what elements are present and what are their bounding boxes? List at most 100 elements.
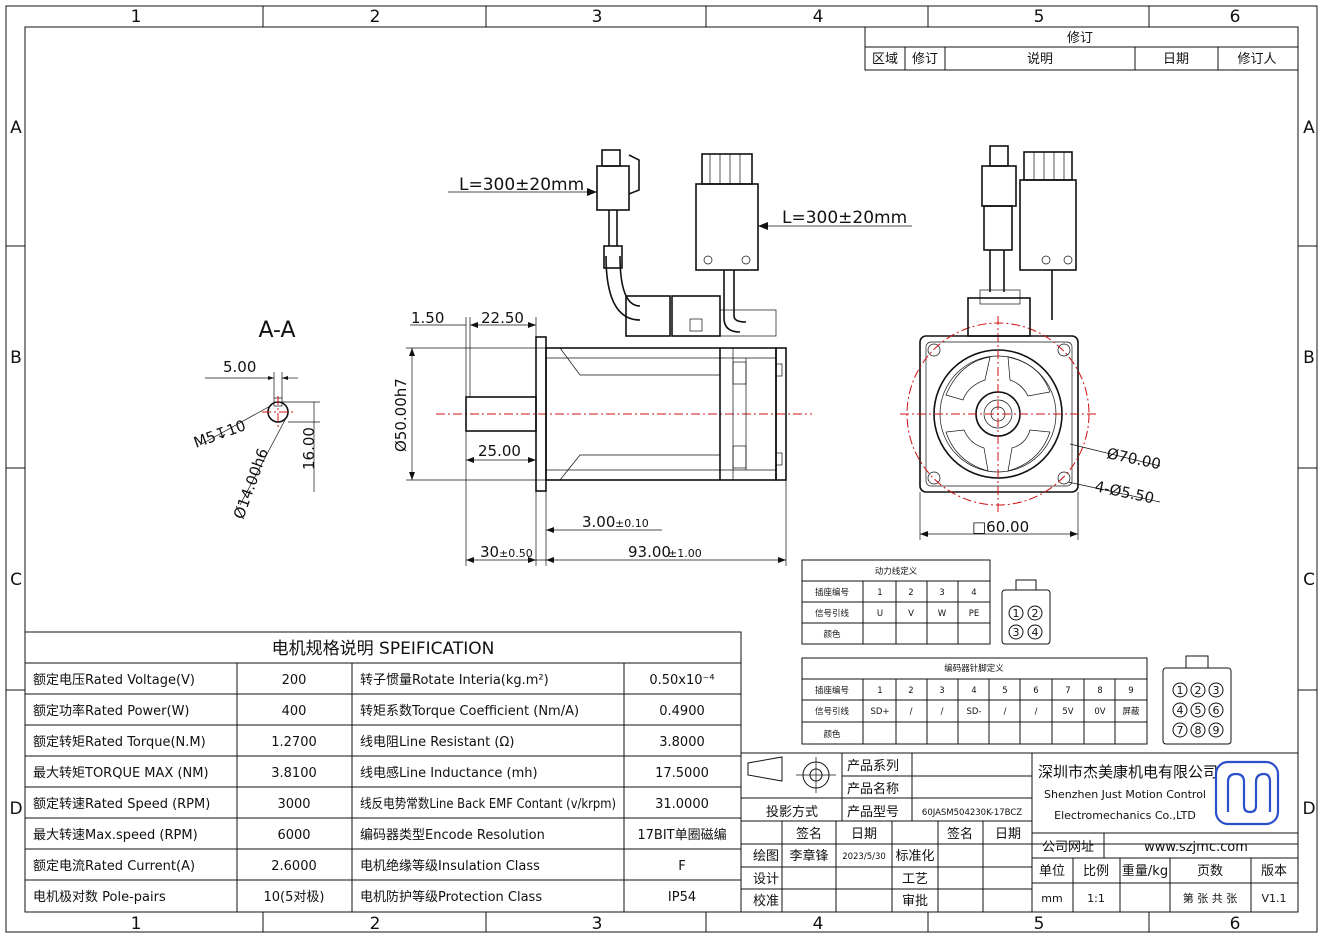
tb-website-label: 公司网址	[1042, 840, 1094, 855]
tb-standard: 标准化	[895, 849, 934, 864]
spec-left-value: 1.2700	[271, 735, 317, 750]
power-cell: PE	[969, 609, 980, 619]
tb-series-label: 产品系列	[847, 759, 899, 774]
spec-right-value: 0.50x10⁻⁴	[649, 673, 714, 688]
dim-holes: 4-Ø5.50	[1093, 477, 1156, 507]
cable2-length: L=300±20mm	[782, 208, 907, 228]
encoder-cell: /	[1004, 707, 1007, 717]
power-row-label: 颜色	[823, 629, 841, 640]
tb-version: V1.1	[1261, 892, 1286, 905]
spec-right-value: 0.4900	[659, 704, 705, 719]
encoder-cell: 0V	[1094, 707, 1105, 717]
spec-title: 电机规格说明 SPEIFICATION	[272, 639, 495, 659]
spec-left-value: 10(5对极)	[264, 890, 325, 905]
dim-25-00: 25.00	[478, 442, 521, 460]
tb-pages: 第 张 共 张	[1183, 891, 1238, 905]
spec-right-value: 17.5000	[655, 766, 709, 781]
power-pin: 2	[1032, 607, 1039, 620]
power-cell: U	[877, 609, 883, 619]
spec-left-value: 2.6000	[271, 859, 317, 874]
col-label-4: 4	[813, 7, 824, 27]
encoder-row-label: 信号引线	[815, 706, 850, 717]
title-block: 投影方式 产品系列 产品名称 产品型号 60JASM504230K-17BCZ …	[740, 752, 1299, 913]
encoder-cell: 1	[877, 686, 882, 696]
spec-right-label: 转矩系数Torque Coefficient (Nm/A)	[360, 704, 579, 719]
spec-left-label: 额定电压Rated Voltage(V)	[33, 673, 195, 688]
spec-left-label: 额定转矩Rated Torque(N.M)	[33, 735, 206, 750]
col-label-2-bottom: 2	[370, 914, 381, 934]
spec-right-label: 线电感Line Inductance (mh)	[360, 765, 538, 781]
power-pin: 3	[1013, 626, 1020, 639]
rev-header-reviser: 修订人	[1237, 52, 1276, 67]
encoder-cell: /	[941, 707, 944, 717]
dim-30: 30	[480, 543, 499, 561]
rev-header-rev: 修订	[912, 52, 938, 67]
power-cell: 1	[877, 588, 882, 598]
spec-left-value: 3.8100	[271, 766, 317, 781]
spec-right-value: 3.8000	[659, 735, 705, 750]
power-row-label: 信号引线	[815, 608, 850, 619]
col-label-1-bottom: 1	[131, 914, 142, 934]
dim-pcd-70: Ø70.00	[1105, 444, 1162, 473]
spec-left-value: 6000	[277, 828, 310, 843]
projection-symbol	[747, 756, 783, 782]
tb-company-en1: Shenzhen Just Motion Control	[1044, 788, 1206, 801]
tb-scale: 1:1	[1087, 892, 1105, 905]
col-label-5-bottom: 5	[1034, 914, 1045, 934]
encoder-cell: /	[1035, 707, 1038, 717]
spec-right-label: 线电阻Line Resistant (Ω)	[360, 735, 514, 750]
tb-sign: 签名	[796, 826, 822, 842]
tb-check: 校准	[753, 893, 779, 909]
power-cell: 2	[908, 588, 913, 598]
spec-left-label: 电机极对数 Pole-pairs	[33, 890, 166, 905]
encoder-pin: 2	[1195, 684, 1202, 697]
tb-date2: 日期	[995, 827, 1021, 842]
spec-left-value: 3000	[277, 797, 310, 812]
revision-block: 修订 区域 修订 说明 日期 修订人	[864, 26, 1299, 71]
dim-section-width: 5.00	[223, 358, 256, 376]
spec-left-label: 额定转速Rated Speed (RPM)	[33, 797, 210, 812]
power-connector-sketch	[1001, 589, 1051, 645]
dim-section-thread: M5↧10	[191, 416, 248, 451]
dim-93-tol: ±1.00	[668, 547, 702, 560]
row-label-a-right: A	[1303, 118, 1315, 138]
encoder-pin: 4	[1177, 704, 1184, 717]
rev-header-desc: 说明	[1027, 52, 1053, 67]
col-label-2: 2	[370, 7, 381, 27]
col-label-1: 1	[131, 7, 142, 27]
row-label-d-right: D	[1302, 799, 1315, 819]
encoder-cell: 7	[1065, 686, 1070, 696]
encoder-row-label: 插座编号	[815, 685, 849, 696]
dim-section-diameter: Ø14.00h6	[230, 446, 272, 522]
tb-draw-date: 2023/5/30	[842, 852, 886, 862]
spec-left-value: 200	[282, 673, 307, 688]
power-pin: 4	[1032, 626, 1039, 639]
dim-93: 93.00	[628, 543, 671, 561]
tb-sign2: 签名	[947, 826, 973, 842]
tb-unit: mm	[1041, 892, 1062, 905]
spec-right-label: 编码器类型Encode Resolution	[360, 828, 545, 843]
tb-scale-label: 比例	[1083, 864, 1109, 879]
power-pin: 1	[1013, 607, 1020, 620]
spec-left-value: 400	[282, 704, 307, 719]
motor-front-view: □60.00 Ø70.00 4-Ø5.50	[900, 145, 1162, 540]
encoder-pin-table: 编码器针脚定义 插座编号 信号引线 颜色 1 2 3 4 5 6 7 8 9 S…	[801, 655, 1232, 745]
power-line-table: 动力线定义 插座编号 信号引线 颜色 1 2 3 4 U V W PE 1 2 …	[801, 559, 1051, 645]
dim-22-50: 22.50	[481, 309, 524, 327]
section-label: A-A	[258, 318, 295, 343]
encoder-table-title: 编码器针脚定义	[944, 663, 1004, 674]
spec-right-label: 线反电势常数Line Back EMF Contant (v/krpm)	[360, 796, 616, 812]
tb-process: 工艺	[902, 872, 928, 887]
encoder-pin: 5	[1195, 704, 1202, 717]
row-label-c: C	[10, 570, 22, 590]
tb-model-value: 60JASM504230K-17BCZ	[922, 808, 1022, 818]
col-label-3: 3	[592, 7, 603, 27]
dim-30-tol: ±0.50	[499, 547, 533, 560]
tb-weight-label: 重量/kg	[1122, 863, 1168, 879]
row-label-c-right: C	[1303, 570, 1315, 590]
encoder-pin: 7	[1177, 724, 1184, 737]
power-table-title: 动力线定义	[875, 566, 918, 577]
tb-company-en2: Electromechanics Co.,LTD	[1054, 809, 1196, 822]
col-label-5: 5	[1034, 7, 1045, 27]
